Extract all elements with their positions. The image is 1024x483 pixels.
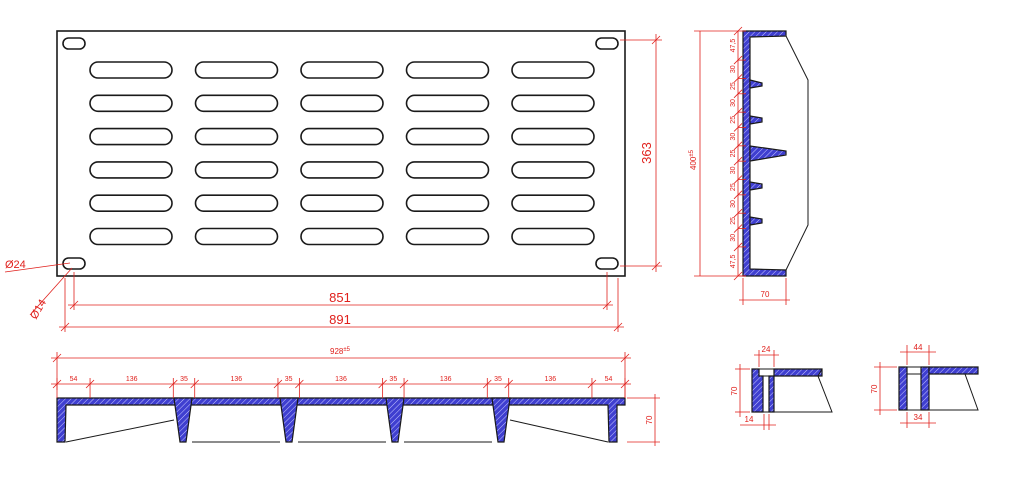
detail-b-height: 70 xyxy=(870,384,879,393)
detail-b: 44 34 70 xyxy=(870,343,979,428)
long-segment-label: 136 xyxy=(440,376,452,383)
slot xyxy=(194,227,279,246)
long-segment-label: 35 xyxy=(389,376,397,383)
slot xyxy=(405,94,490,113)
side-segment-label: 47,5 xyxy=(730,255,737,269)
slot xyxy=(511,94,595,113)
slot xyxy=(194,127,279,146)
slot xyxy=(511,194,595,212)
long-segment-label: 54 xyxy=(605,376,613,383)
slot xyxy=(405,227,490,246)
slot-grid xyxy=(89,61,595,246)
side-segment-label: 30 xyxy=(730,234,737,242)
detail-b-top-width: 44 xyxy=(914,343,923,352)
slot xyxy=(89,94,173,113)
long-height-label: 70 xyxy=(645,415,654,424)
detail-b-bottom-width: 34 xyxy=(914,413,923,422)
corner-hole-bottom-left xyxy=(62,257,86,270)
long-segment-label: 54 xyxy=(70,376,78,383)
slot xyxy=(300,227,384,246)
slot xyxy=(89,61,173,79)
side-section-view: 47,5 30 25 30 25 30 25 30 25 30 25 30 47,5 400±5 70 xyxy=(689,26,809,305)
slot xyxy=(405,127,490,146)
long-section-profile xyxy=(56,397,626,443)
slot xyxy=(511,161,595,179)
detail-a: 24 14 70 xyxy=(730,345,833,430)
corner-hole-top-right xyxy=(595,37,619,50)
side-segment-label: 30 xyxy=(730,99,737,107)
long-segment-label: 35 xyxy=(285,376,293,383)
slot xyxy=(194,161,279,179)
grate-outline xyxy=(56,30,626,277)
hole-diameter-small-label: Ø14 xyxy=(28,297,49,321)
long-total-length: 928±5 xyxy=(330,347,351,356)
side-depth-label: 70 xyxy=(761,290,770,299)
slot xyxy=(194,94,279,113)
slot xyxy=(300,161,384,179)
side-total-height: 400±5 xyxy=(689,149,698,170)
slot xyxy=(89,194,173,212)
long-segment-label: 35 xyxy=(180,376,188,383)
dim-inner-length: 851 xyxy=(329,290,351,305)
dim-outer-length: 891 xyxy=(329,312,351,327)
slot xyxy=(300,194,384,212)
plan-view: Ø24 Ø14 851 891 363 xyxy=(4,30,662,332)
side-segment-label: 30 xyxy=(730,200,737,208)
slot xyxy=(89,127,173,146)
side-segment-label: 25 xyxy=(730,183,737,191)
long-segment-label: 136 xyxy=(126,376,138,383)
slot xyxy=(89,227,173,246)
slot xyxy=(194,61,279,79)
detail-a-bottom-width: 14 xyxy=(745,415,754,424)
slot xyxy=(300,127,384,146)
side-segment-label: 30 xyxy=(730,133,737,141)
slot xyxy=(300,61,384,79)
slot xyxy=(194,194,279,212)
long-segment-label: 136 xyxy=(230,376,242,383)
hole-diameter-large-label: Ø24 xyxy=(5,259,26,271)
corner-hole-top-left xyxy=(62,37,86,50)
long-segment-label: 136 xyxy=(335,376,347,383)
side-segment-label: 30 xyxy=(730,65,737,73)
side-segment-label: 25 xyxy=(730,217,737,225)
slot xyxy=(511,61,595,79)
corner-hole-bottom-right xyxy=(595,257,619,270)
slot xyxy=(405,61,490,79)
side-section-profile xyxy=(742,30,787,277)
side-segment-label: 30 xyxy=(730,166,737,174)
detail-a-height: 70 xyxy=(730,386,739,395)
side-segment-label: 25 xyxy=(730,82,737,90)
slot xyxy=(511,227,595,246)
long-section-view: 928±5 54 136 35 136 35 136 35 136 35 136 54 70 xyxy=(51,347,660,446)
slot xyxy=(300,94,384,113)
long-segment-label: 136 xyxy=(544,376,556,383)
slot xyxy=(511,127,595,146)
side-segment-label: 47,5 xyxy=(730,39,737,53)
long-segment-label: 35 xyxy=(494,376,502,383)
side-segment-label: 25 xyxy=(730,150,737,158)
slot xyxy=(89,161,173,179)
side-segment-label: 25 xyxy=(730,116,737,124)
dim-height: 363 xyxy=(639,142,654,164)
detail-a-top-width: 24 xyxy=(762,345,771,354)
slot xyxy=(405,161,490,179)
slot xyxy=(405,194,490,212)
